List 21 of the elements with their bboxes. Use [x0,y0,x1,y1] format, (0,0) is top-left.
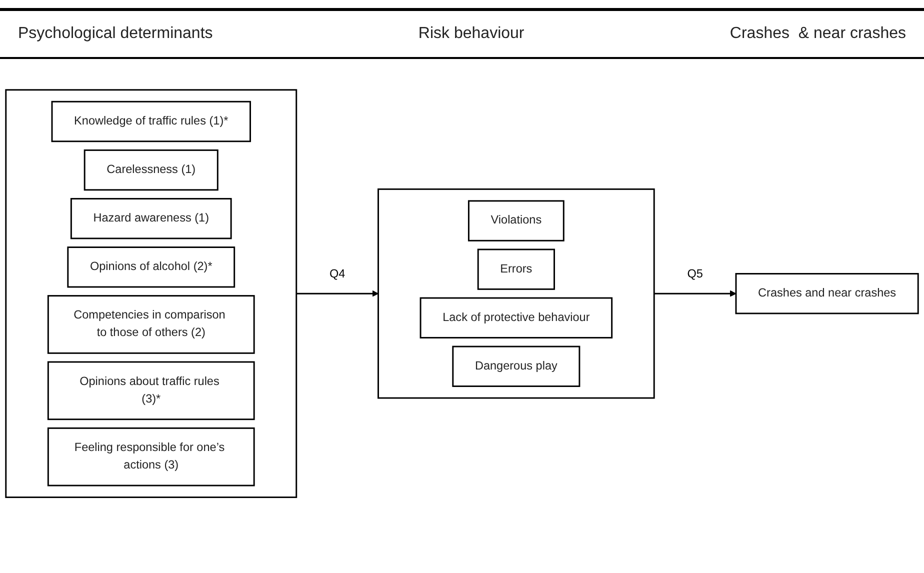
node-box: Competencies in comparison to those of others (2) [47,295,255,354]
node-box: Feeling responsible for one’s actions (3) [47,428,255,487]
node-box: Knowledge of traffic rules (1)* [51,101,251,142]
cluster [5,90,298,498]
edge-label: Q4 [329,268,346,281]
node-box: Hazard awareness (1) [70,198,232,240]
node-box: Violations [468,200,564,242]
node-box: Opinions of alcohol (2)* [67,246,236,288]
node-box: Crashes and near crashes [735,273,919,315]
edge-label: Q5 [687,268,703,281]
node-box: Opinions about traffic rules (3)* [47,362,255,420]
arrow [654,290,736,298]
arrow [296,290,379,298]
column-heading: Psychological determinants [18,25,213,43]
node-box: Dangerous play [452,346,580,388]
column-heading: Risk behaviour [418,25,524,43]
cluster [378,188,655,400]
node-box: Lack of protective behaviour [420,298,613,339]
column-heading: Crashes & near crashes [730,25,906,43]
node-box: Errors [477,249,555,290]
node-box: Carelessness (1) [84,150,218,192]
